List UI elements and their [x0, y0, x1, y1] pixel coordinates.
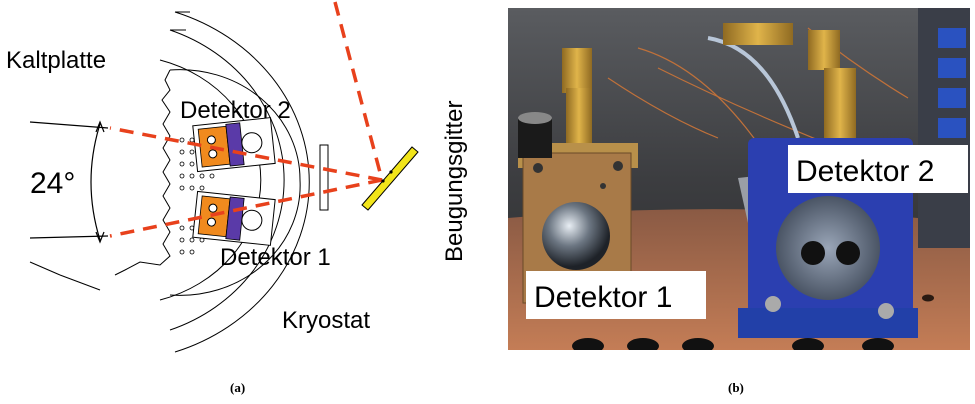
angle-label: 24° [30, 167, 75, 200]
cryostat-label: Kryostat [282, 307, 370, 334]
caption-a: (a) [230, 380, 246, 395]
diffraction-grating [361, 146, 419, 211]
cryostat-window [319, 144, 329, 211]
angle-arc [90, 123, 101, 241]
detector-2-block [192, 117, 276, 173]
detector-2-label-box [788, 145, 968, 193]
detector-1-block [192, 190, 276, 246]
detector-1-photo-label: Detektor 1 [534, 281, 672, 314]
cryostat-middle-arc [169, 29, 285, 331]
schematic-diagram: Kaltplatte Detektor 2 24° Detektor 1 Kry… [6, 1, 468, 353]
cryostat-outer-arc [174, 11, 310, 353]
detector-1-label: Detektor 1 [220, 244, 331, 271]
brass-fitting-top [723, 23, 793, 45]
cold-plate-edge [169, 69, 301, 296]
bottom-knobs [572, 338, 894, 350]
grating-label: Beugungsgitter [441, 101, 468, 262]
cold-plate-label: Kaltplatte [6, 47, 106, 74]
caption-b: (b) [728, 380, 744, 395]
cold-plate [114, 69, 171, 276]
beam-lines [109, 1, 384, 238]
detector-1-label-box [526, 271, 706, 319]
photo-panel: Detektor 2 Detektor 1 [508, 8, 970, 350]
sphere-lens [542, 202, 610, 270]
cryostat-inner-arc [159, 59, 262, 301]
detector-2-label: Detektor 2 [180, 97, 291, 124]
brass-post-right [824, 68, 856, 148]
brass-post-left [566, 88, 592, 148]
detector-2-photo-label: Detektor 2 [796, 155, 934, 188]
detector-2-window [776, 196, 880, 300]
